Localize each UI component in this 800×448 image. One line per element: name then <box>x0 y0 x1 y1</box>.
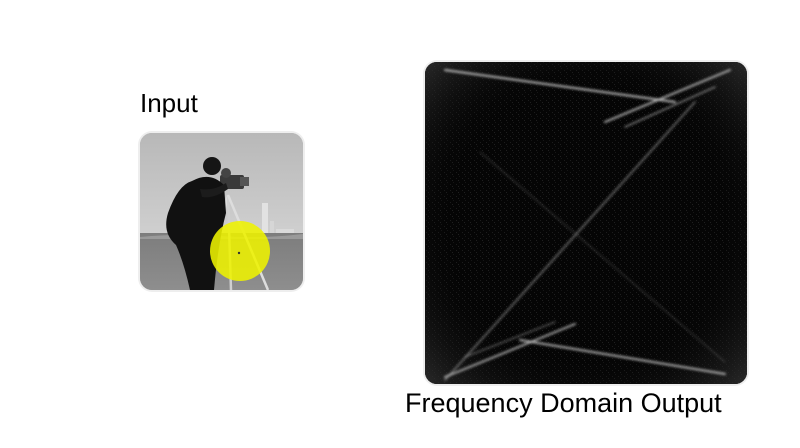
streak <box>444 101 696 381</box>
frequency-domain-spectrum <box>425 62 747 384</box>
streak <box>464 321 556 358</box>
streak <box>519 339 726 375</box>
input-label: Input <box>140 88 198 118</box>
camera-lens <box>240 177 249 186</box>
spectrum-streaks <box>444 69 731 381</box>
frequency-domain-output-label: Frequency Domain Output <box>405 388 722 418</box>
streak <box>624 86 716 128</box>
input-image-panel[interactable] <box>140 133 303 290</box>
streak <box>444 323 576 378</box>
cameraman-arm <box>200 183 228 198</box>
streak <box>444 69 676 103</box>
cameraman-head <box>203 157 221 175</box>
distant-tower <box>262 203 268 238</box>
brush-cursor-center <box>237 251 241 255</box>
camera-reel <box>221 168 231 178</box>
brush-cursor-icon <box>210 221 270 281</box>
frequency-domain-panel <box>425 62 747 384</box>
input-image <box>140 133 303 290</box>
streak <box>479 151 726 363</box>
streak <box>604 69 731 123</box>
distant-building <box>270 221 274 238</box>
cameraman-coat <box>166 176 226 290</box>
